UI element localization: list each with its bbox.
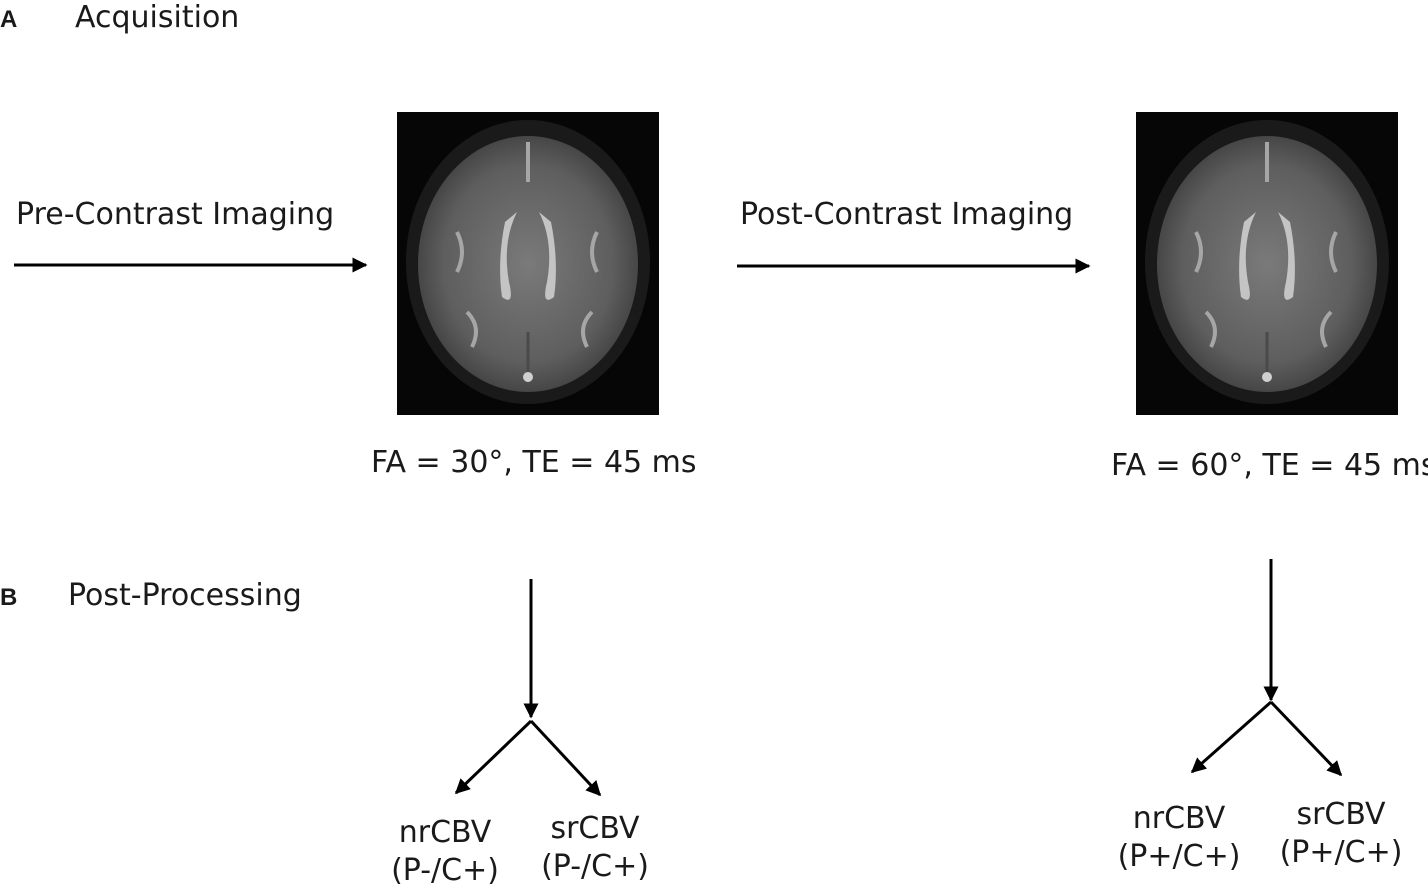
post-srcbv-arrow — [1269, 700, 1343, 777]
pre-nrcbv-output: nrCBV (P-/C+) — [370, 814, 520, 890]
post-srcbv-condition: (P+/C+) — [1279, 835, 1403, 870]
post-nrcbv-name: nrCBV — [1132, 801, 1226, 836]
pre-srcbv-condition: (P-/C+) — [541, 849, 649, 884]
post-srcbv-output: srCBV (P+/C+) — [1266, 796, 1416, 872]
panel-b-letter: B — [0, 584, 18, 611]
post-nrcbv-arrow — [1190, 700, 1272, 774]
pre-srcbv-name: srCBV — [550, 811, 640, 846]
post-contrast-label: Post-Contrast Imaging — [740, 197, 1074, 232]
pre-contrast-params: FA = 30°, TE = 45 ms — [371, 445, 697, 480]
post-srcbv-name: srCBV — [1296, 797, 1386, 832]
pre-contrast-mri-image — [397, 112, 659, 415]
pre-srcbv-arrow — [529, 719, 602, 797]
pre-contrast-label: Pre-Contrast Imaging — [16, 197, 335, 232]
pre-nrcbv-name: nrCBV — [398, 815, 492, 850]
pre-nrcbv-arrow — [454, 719, 533, 795]
panel-a-title: Acquisition — [75, 0, 240, 35]
panel-a-letter: A — [0, 6, 18, 33]
pre-srcbv-output: srCBV (P-/C+) — [520, 810, 670, 886]
post-nrcbv-condition: (P+/C+) — [1117, 839, 1241, 874]
post-nrcbv-output: nrCBV (P+/C+) — [1104, 800, 1254, 876]
post-contrast-mri-image — [1136, 112, 1398, 415]
post-contrast-params: FA = 60°, TE = 45 ms — [1111, 448, 1428, 483]
panel-b-title: Post-Processing — [68, 578, 302, 613]
pre-nrcbv-condition: (P-/C+) — [391, 853, 499, 888]
